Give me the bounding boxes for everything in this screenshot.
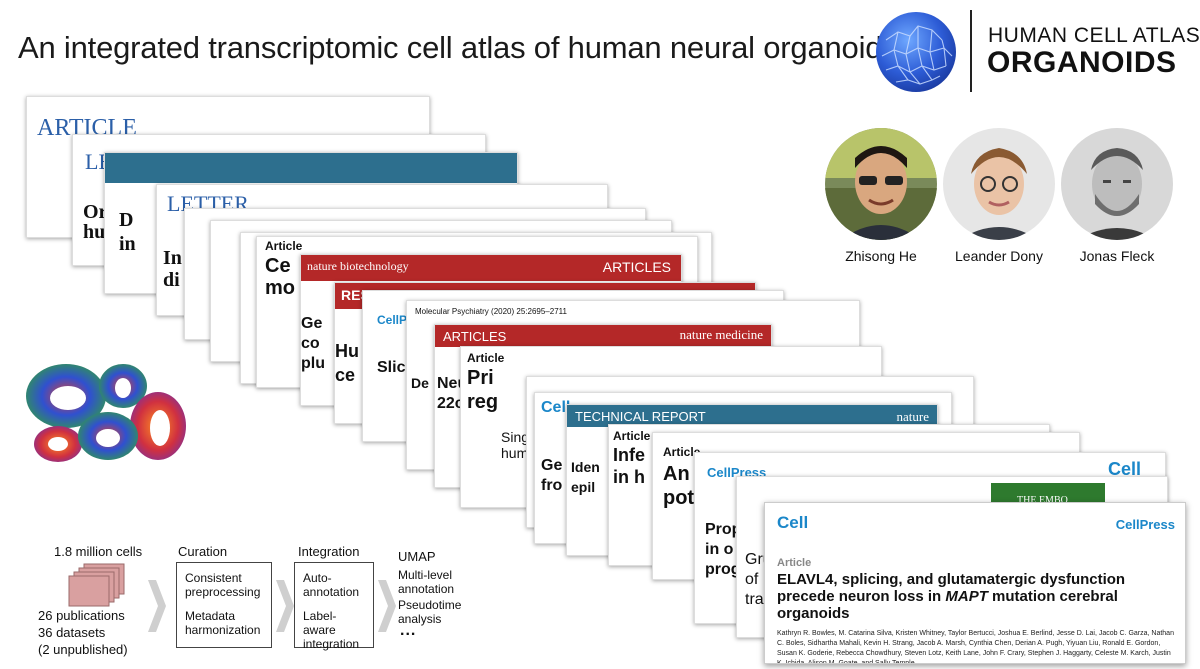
umap-item: Multi-level annotation [398,568,455,596]
paper-title-snippet: plu [301,355,325,372]
paper-title-snippet: Ge [541,457,563,474]
person-photo-jonas [1061,128,1173,240]
curation-item: Consistent preprocessing [185,571,261,599]
paper-title-snippet: Slic [377,359,406,376]
umap-item: Pseudotime analysis [398,598,462,626]
person-card: Jonas Fleck [1058,128,1176,264]
paper-title-snippet: mo [265,277,295,299]
journal-name: Cell [1107,459,1141,479]
journal-name: nature medicine [679,327,763,342]
hca-globe-icon [876,12,956,92]
paper-title-snippet: ce [335,365,356,385]
curation-header: Curation [178,544,228,559]
integration-item: Label-aware integration [303,609,360,651]
integration-item: Auto-annotation [303,571,360,599]
paper-title-snippet: hum [501,445,529,461]
slide-title: An integrated transcriptomic cell atlas … [18,30,898,65]
paper-title-snippet: Sing [501,429,530,445]
paper-title-snippet: epil [571,479,596,495]
paper-title-snippet: 22c [437,395,464,412]
paper-title-snippet: pot [663,487,695,509]
chevron-right-icon [276,580,294,632]
paper-label: Molecular Psychiatry (2020) 25:2695–2711 [415,307,567,316]
paper-label: Article [467,351,505,365]
person-photo-leander [943,128,1055,240]
curation-box: Consistent preprocessing Metadata harmon… [176,562,272,648]
person-name: Zhisong He [845,248,917,264]
journal-name: nature [896,409,929,424]
paper-title-snippet: In [163,247,182,269]
journal-name: nature biotechnology [307,259,409,273]
paper-title-snippet: Iden [571,459,600,475]
journal-name: THE EMBO [1017,495,1068,506]
paper-title-snippet: Infe [613,445,646,465]
paper-label: ARTICLES [443,329,507,344]
paper-authors: Kathryn R. Bowles, M. Catarina Silva, Kr… [777,630,1174,664]
more-ellipsis: ... [400,622,417,639]
cells-count: 1.8 million cells [54,544,143,559]
paper-category: Article [777,557,812,569]
cell-stack-icon [68,563,125,607]
person-name: Jonas Fleck [1079,248,1155,264]
publisher-logo: CellPress [1115,517,1175,532]
integration-box: Auto-annotation Label-aware integration [294,562,374,651]
unpublished-count: (2 unpublished) [38,642,128,657]
paper-title-snippet: fro [541,477,563,494]
publications-count: 26 publications [38,608,125,623]
hca-logo-line2: ORGANOIDS [987,46,1177,79]
person-name: Leander Dony [955,248,1043,264]
hca-logo-line1: HUMAN CELL ATLAS [988,24,1200,47]
paper-title-snippet: of [745,571,759,588]
chevron-right-icon [148,580,166,632]
paper-title-snippet: D [119,209,134,231]
journal-logo: Cell [777,513,809,532]
paper-title-snippet: An [663,463,690,485]
umap-header: UMAP [398,549,436,564]
paper-title-snippet: in h [613,467,645,487]
integration-header: Integration [298,544,360,559]
paper-label: TECHNICAL REPORT [575,409,706,424]
person-card: Zhisong He [822,128,940,264]
paper-title-snippet: in o [705,541,734,558]
paper-title-snippet: hu [83,221,106,243]
paper-title-snippet: Ce [265,255,291,277]
paper-title: ELAVL4, splicing, and glutamatergic dysf… [777,571,1126,622]
curation-item: Metadata harmonization [185,609,261,637]
paper-title-snippet: Hu [335,341,359,361]
paper-label: Article [265,239,303,253]
paper-title-snippet: Pri [467,367,494,389]
paper-title-snippet: Ge [301,315,323,332]
paper-label: Article [663,445,701,459]
paper-label: ARTICLES [602,259,671,275]
person-card: Leander Dony [940,128,1058,264]
paper-title-snippet: di [163,269,180,291]
paper-title-snippet: in [119,233,136,255]
logo-divider [970,10,972,92]
paper-title-snippet: co [301,335,320,352]
datasets-count: 36 datasets [38,625,106,640]
chevron-right-icon [378,580,396,632]
paper-title-snippet: Or [83,201,108,223]
paper-title-snippet: Neu [437,375,468,392]
paper-title-snippet: reg [467,391,499,413]
paper-title-snippet: De [411,375,429,391]
paper-title-snippet: tra [745,591,764,608]
organoid-illustration [26,364,186,462]
paper-label: Article [613,429,651,443]
paper-title-snippet: Prop [705,521,742,538]
publisher-logo: Cell [541,399,571,416]
featured-paper: Cell CellPress Article ELAVL4, splicing,… [764,502,1186,664]
paper-title-snippet: prog [705,561,741,578]
